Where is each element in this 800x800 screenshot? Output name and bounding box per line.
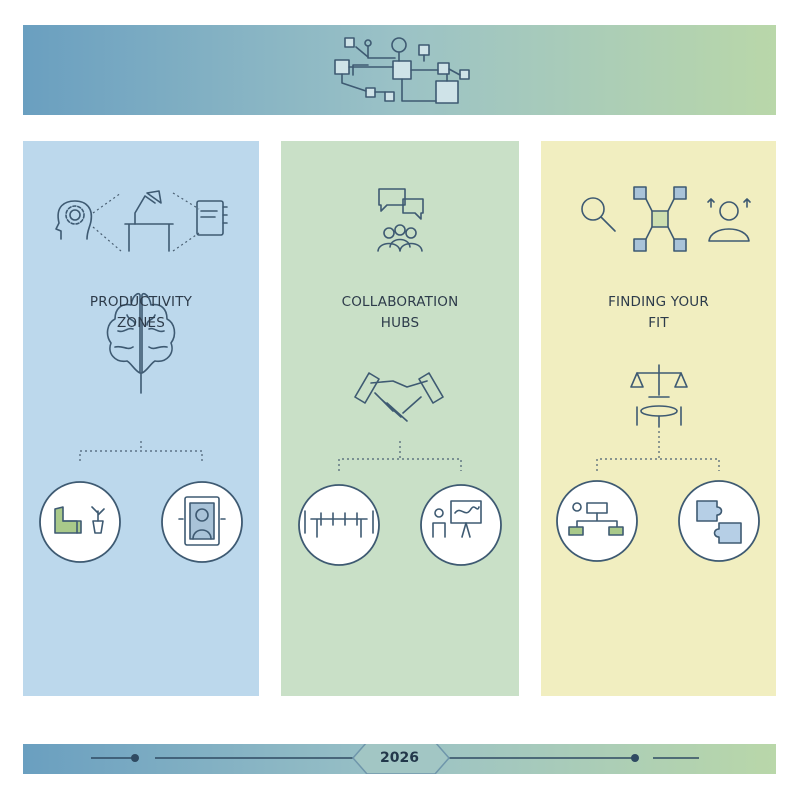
productivity-zones-art — [39, 190, 243, 563]
timeline-decoration — [91, 744, 699, 774]
header-banner — [23, 25, 776, 115]
handshake-icon — [354, 372, 444, 422]
productivity-title-line1: PRODUCTIVITY — [89, 294, 193, 310]
chat-bubbles-icon — [378, 188, 424, 220]
meeting-table-icon — [304, 510, 374, 538]
fit-title-line2: FIT — [648, 315, 669, 331]
person-options-icon — [707, 198, 751, 242]
year-label: 2026 — [380, 750, 419, 766]
productivity-zones-title: PRODUCTIVITY ZONES — [23, 292, 259, 334]
head-gear-icon — [55, 200, 93, 240]
whiteboard-presenter-icon — [432, 500, 482, 538]
floor-plan-icon — [568, 502, 624, 536]
collaboration-title-line1: COLLABORATION — [341, 294, 459, 310]
fit-title-line1: FINDING YOUR — [608, 294, 709, 310]
group-people-icon — [377, 224, 423, 252]
notebook-icon — [196, 200, 228, 236]
phone-booth-icon — [178, 496, 226, 546]
brain-icon — [106, 292, 176, 394]
lounge-chair-plant-icon — [54, 506, 105, 534]
puzzle-pieces-icon — [696, 500, 742, 544]
productivity-title-line2: ZONES — [116, 315, 166, 331]
finding-your-fit-art — [556, 186, 760, 562]
collaboration-hubs-panel: COLLABORATION HUBS — [281, 141, 519, 696]
collaboration-title-line2: HUBS — [380, 315, 420, 331]
desk-lamp-icon — [124, 190, 174, 252]
magnifier-icon — [581, 197, 616, 232]
footer-timeline: 2026 — [23, 744, 776, 774]
collaboration-hubs-art — [298, 188, 502, 566]
puzzle-network-icon — [633, 186, 687, 252]
collaboration-hubs-title: COLLABORATION HUBS — [281, 292, 519, 334]
productivity-zones-panel: PRODUCTIVITY ZONES — [23, 141, 259, 696]
finding-your-fit-title: FINDING YOUR FIT — [541, 292, 776, 334]
finding-your-fit-panel: FINDING YOUR FIT — [541, 141, 776, 696]
round-table-icon — [636, 405, 682, 428]
balance-scale-icon — [630, 364, 688, 398]
network-diagram-icon — [334, 37, 470, 104]
